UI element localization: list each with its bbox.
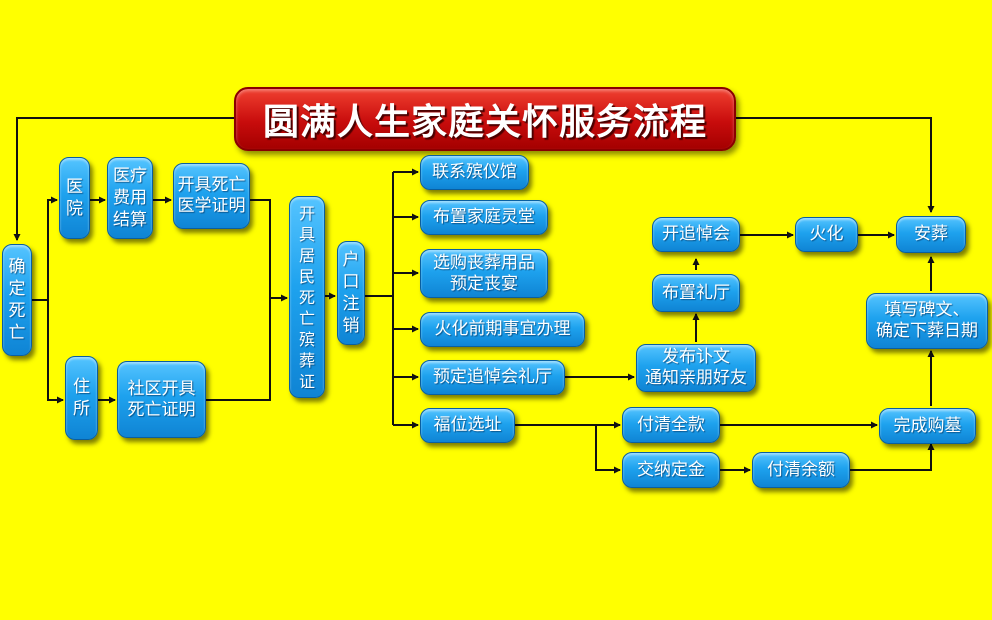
node-family-mourning-hall: 布置家庭灵堂 xyxy=(420,200,548,235)
node-funeral-supplies-banquet: 选购丧葬用品 预定丧宴 xyxy=(420,249,548,298)
node-book-memorial-hall: 预定追悼会礼厅 xyxy=(420,360,565,395)
node-complete-purchase: 完成购墓 xyxy=(879,408,976,444)
node-pay-balance: 付清余额 xyxy=(752,452,850,488)
node-cremation-preparation: 火化前期事宜办理 xyxy=(420,312,585,347)
node-community-death-certificate: 社区开具 死亡证明 xyxy=(117,361,206,438)
node-arrange-hall: 布置礼厅 xyxy=(652,274,740,312)
node-residence: 住 所 xyxy=(65,356,98,440)
node-burial-site-selection: 福位选址 xyxy=(420,408,515,443)
node-pay-deposit: 交纳定金 xyxy=(622,452,720,488)
node-memorial-service: 开追悼会 xyxy=(652,217,740,252)
diagram-title: 圆满人生家庭关怀服务流程 xyxy=(234,87,736,151)
node-contact-funeral-home: 联系殡仪馆 xyxy=(420,155,529,190)
node-hospital: 医 院 xyxy=(59,157,90,239)
node-burial: 安葬 xyxy=(896,216,966,253)
node-confirm-death: 确 定 死 亡 xyxy=(2,244,32,356)
node-funeral-certificate: 开 具 居 民 死 亡 殡 葬 证 xyxy=(289,196,325,398)
node-medical-fee-settlement: 医疗 费用 结算 xyxy=(107,157,153,239)
node-obituary-notify: 发布讣文 通知亲朋好友 xyxy=(636,344,756,392)
node-medical-death-certificate: 开具死亡 医学证明 xyxy=(173,163,250,229)
node-pay-full: 付清全款 xyxy=(622,407,720,443)
node-epitaph-burial-date: 填写碑文、 确定下葬日期 xyxy=(866,293,988,349)
node-household-cancellation: 户 口 注 销 xyxy=(337,241,365,345)
node-cremation: 火化 xyxy=(795,217,858,252)
